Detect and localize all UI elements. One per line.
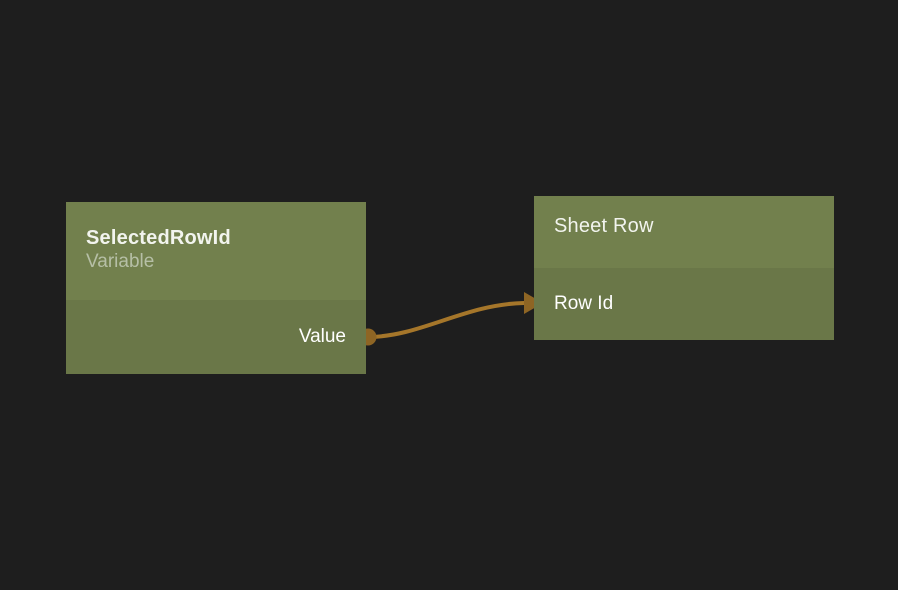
node-variable[interactable]: SelectedRowId Variable Value xyxy=(66,202,366,374)
output-port-value-label: Value xyxy=(298,325,346,347)
input-port-row-id[interactable]: Row Id xyxy=(554,291,613,315)
edge-path[interactable] xyxy=(366,301,526,339)
node-sheet-row-body: Row Id xyxy=(534,268,834,340)
node-variable-body: Value xyxy=(66,300,366,374)
node-sheet-row[interactable]: Sheet Row Row Id xyxy=(534,196,834,340)
node-variable-subtitle: Variable xyxy=(86,251,155,272)
node-variable-header[interactable]: SelectedRowId Variable xyxy=(66,202,366,300)
connection-edge-value-to-row-id[interactable] xyxy=(359,292,544,346)
node-variable-title: SelectedRowId xyxy=(86,227,231,249)
node-sheet-row-header[interactable]: Sheet Row xyxy=(534,196,834,268)
output-port-value[interactable]: Value xyxy=(299,324,346,348)
input-port-row-id-label: Row Id xyxy=(554,292,614,314)
node-sheet-row-title: Sheet Row xyxy=(554,215,654,237)
